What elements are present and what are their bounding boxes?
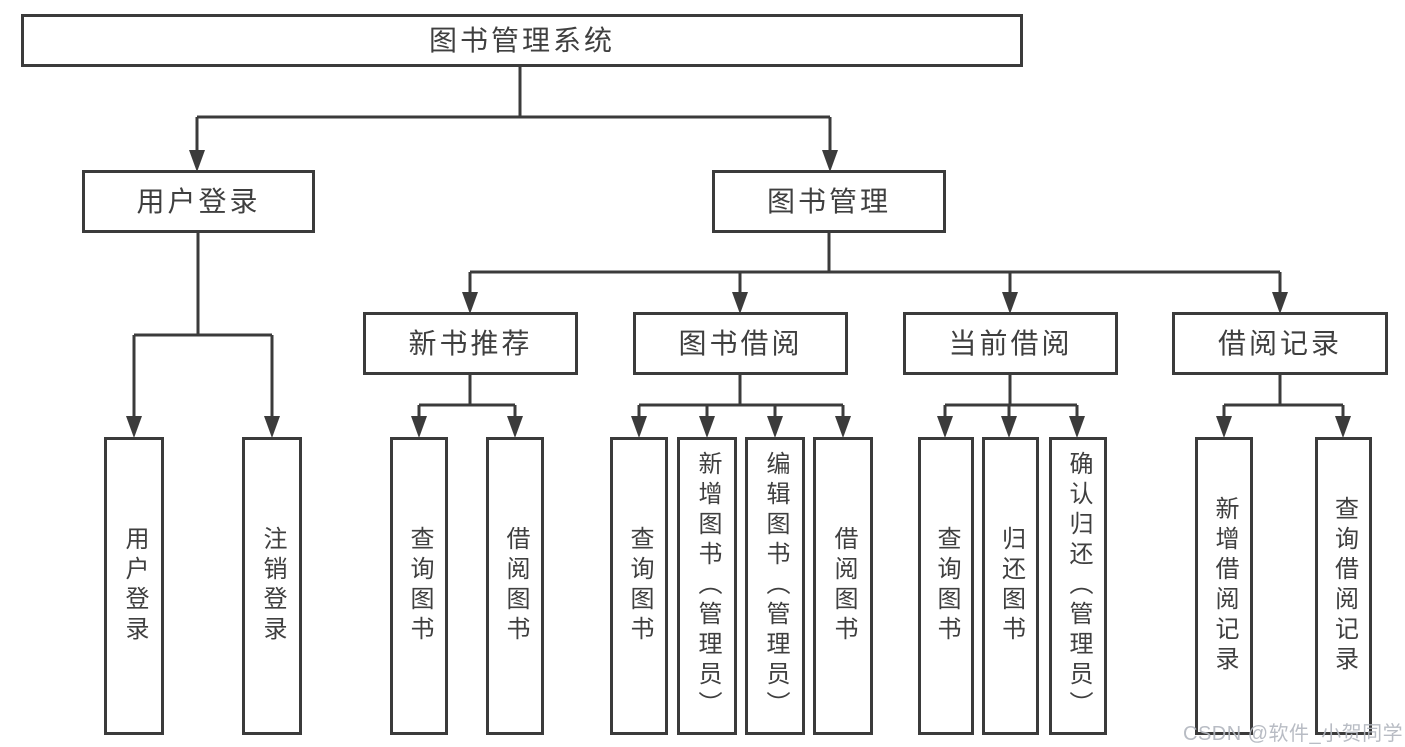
node-user-login-label: 用户登录	[136, 185, 261, 217]
leaf-logout: 注销登录	[242, 437, 302, 735]
node-borrow-records-label: 借阅记录	[1217, 327, 1342, 359]
leaf-query-book-3-label: 查询图书	[933, 526, 960, 646]
node-library-system-label: 图书管理系统	[428, 24, 615, 56]
edge-book-mgmt-to-level3	[462, 233, 1288, 314]
leaf-borrow-book-2: 借阅图书	[813, 437, 873, 735]
leaf-add-book-admin-label: 新增图书（管理员）	[694, 451, 721, 721]
leaf-confirm-return-admin-label: 确认归还（管理员）	[1065, 451, 1092, 721]
leaf-return-book: 归还图书	[982, 437, 1039, 735]
leaf-query-book-3: 查询图书	[918, 437, 974, 735]
node-book-borrow: 图书借阅	[633, 312, 848, 375]
csdn-watermark: CSDN @软件_小贺同学	[1183, 723, 1404, 745]
leaf-query-book-2-label: 查询图书	[626, 526, 653, 646]
node-book-management: 图书管理	[712, 170, 946, 233]
leaf-logout-label: 注销登录	[259, 526, 286, 646]
edge-book-borrow-to-leaves	[631, 375, 851, 438]
leaf-borrow-book-1-label: 借阅图书	[502, 526, 529, 646]
node-book-borrow-label: 图书借阅	[678, 327, 803, 359]
edge-current-borrow-to-leaves	[937, 375, 1085, 438]
edge-borrow-records-to-leaves	[1216, 375, 1351, 438]
node-borrow-records: 借阅记录	[1172, 312, 1388, 375]
leaf-borrow-book-1: 借阅图书	[486, 437, 544, 735]
node-library-system: 图书管理系统	[21, 14, 1023, 67]
leaf-add-borrow-record-label: 新增借阅记录	[1211, 496, 1238, 676]
leaf-query-book-1-label: 查询图书	[406, 526, 433, 646]
leaf-edit-book-admin-label: 编辑图书（管理员）	[762, 451, 789, 721]
node-book-management-label: 图书管理	[766, 185, 891, 217]
leaf-query-book-2: 查询图书	[610, 437, 668, 735]
node-current-borrow: 当前借阅	[903, 312, 1118, 375]
leaf-query-borrow-record: 查询借阅记录	[1315, 437, 1372, 735]
leaf-user-login-label: 用户登录	[121, 526, 148, 646]
node-new-book-recommend-label: 新书推荐	[408, 327, 533, 359]
node-new-book-recommend: 新书推荐	[363, 312, 578, 375]
leaf-query-borrow-record-label: 查询借阅记录	[1330, 496, 1358, 676]
node-user-login: 用户登录	[82, 170, 315, 233]
leaf-edit-book-admin: 编辑图书（管理员）	[745, 437, 805, 735]
leaf-add-borrow-record: 新增借阅记录	[1195, 437, 1253, 735]
leaf-return-book-label: 归还图书	[997, 526, 1025, 646]
leaf-borrow-book-2-label: 借阅图书	[830, 526, 857, 646]
edge-user-login-to-leaves	[126, 233, 280, 438]
edge-new-book-rec-to-leaves	[411, 375, 523, 438]
leaf-user-login: 用户登录	[104, 437, 164, 735]
leaf-query-book-1: 查询图书	[390, 437, 448, 735]
node-current-borrow-label: 当前借阅	[948, 327, 1073, 359]
leaf-add-book-admin: 新增图书（管理员）	[677, 437, 737, 735]
leaf-confirm-return-admin: 确认归还（管理员）	[1049, 437, 1107, 735]
edge-root-to-level2	[189, 67, 838, 172]
